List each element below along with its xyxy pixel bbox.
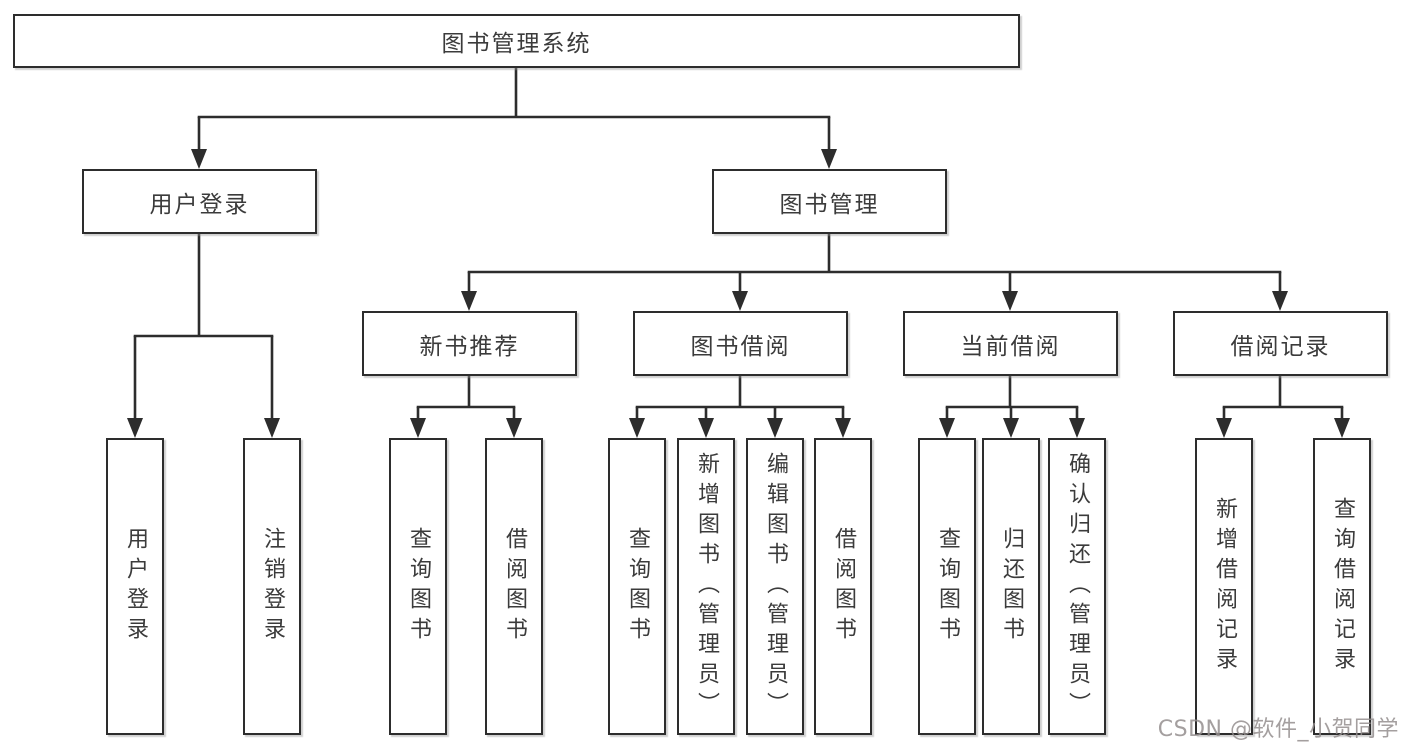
node-borrowing-records: 借阅记录 (1173, 311, 1388, 376)
node-leaf-confirm-return-admin: 确认归还（管理员） (1048, 438, 1106, 735)
node-book-borrowing: 图书借阅 (633, 311, 848, 376)
node-leaf-query-borrow-record-label: 查询借阅记录 (1330, 496, 1355, 677)
node-user-login: 用户登录 (82, 169, 317, 234)
node-leaf-query-book-recommend-label: 查询图书 (406, 526, 431, 647)
node-leaf-borrow-book-recommend: 借阅图书 (485, 438, 543, 735)
node-leaf-confirm-return-admin-label: 确认归还（管理员） (1065, 451, 1090, 722)
node-leaf-edit-book-admin: 编辑图书（管理员） (746, 438, 804, 735)
node-leaf-logout: 注销登录 (243, 438, 301, 735)
node-leaf-logout-label: 注销登录 (260, 526, 285, 647)
node-current-borrowing-label: 当前借阅 (960, 333, 1061, 360)
node-leaf-add-borrow-record: 新增借阅记录 (1195, 438, 1253, 735)
node-leaf-query-book-current: 查询图书 (918, 438, 976, 735)
node-leaf-query-book-borrowing-label: 查询图书 (625, 526, 650, 647)
node-library-management-system-label: 图书管理系统 (441, 31, 592, 57)
node-leaf-user-login-label: 用户登录 (123, 526, 148, 647)
node-borrowing-records-label: 借阅记录 (1230, 333, 1331, 360)
node-book-management: 图书管理 (712, 169, 947, 234)
csdn-watermark: CSDN @软件_小贺同学 (1157, 717, 1399, 742)
node-leaf-add-book-admin: 新增图书（管理员） (677, 438, 735, 735)
node-new-book-recommendation-label: 新书推荐 (419, 333, 520, 360)
node-leaf-borrow-book: 借阅图书 (814, 438, 872, 735)
node-leaf-query-book-borrowing: 查询图书 (608, 438, 666, 735)
node-leaf-query-book-recommend: 查询图书 (389, 438, 447, 735)
node-leaf-return-book: 归还图书 (982, 438, 1040, 735)
node-leaf-add-borrow-record-label: 新增借阅记录 (1212, 496, 1237, 677)
node-library-management-system: 图书管理系统 (13, 14, 1020, 68)
node-leaf-add-book-admin-label: 新增图书（管理员） (694, 451, 719, 722)
node-new-book-recommendation: 新书推荐 (362, 311, 577, 376)
node-leaf-query-borrow-record: 查询借阅记录 (1313, 438, 1371, 735)
node-leaf-return-book-label: 归还图书 (999, 526, 1024, 647)
node-book-management-label: 图书管理 (779, 191, 880, 218)
node-leaf-user-login: 用户登录 (106, 438, 164, 735)
node-current-borrowing: 当前借阅 (903, 311, 1118, 376)
node-leaf-borrow-book-label: 借阅图书 (831, 526, 856, 647)
node-book-borrowing-label: 图书借阅 (690, 333, 791, 360)
node-leaf-borrow-book-recommend-label: 借阅图书 (502, 526, 527, 647)
node-leaf-edit-book-admin-label: 编辑图书（管理员） (763, 451, 788, 722)
node-user-login-label: 用户登录 (149, 191, 250, 218)
node-leaf-query-book-current-label: 查询图书 (935, 526, 960, 647)
